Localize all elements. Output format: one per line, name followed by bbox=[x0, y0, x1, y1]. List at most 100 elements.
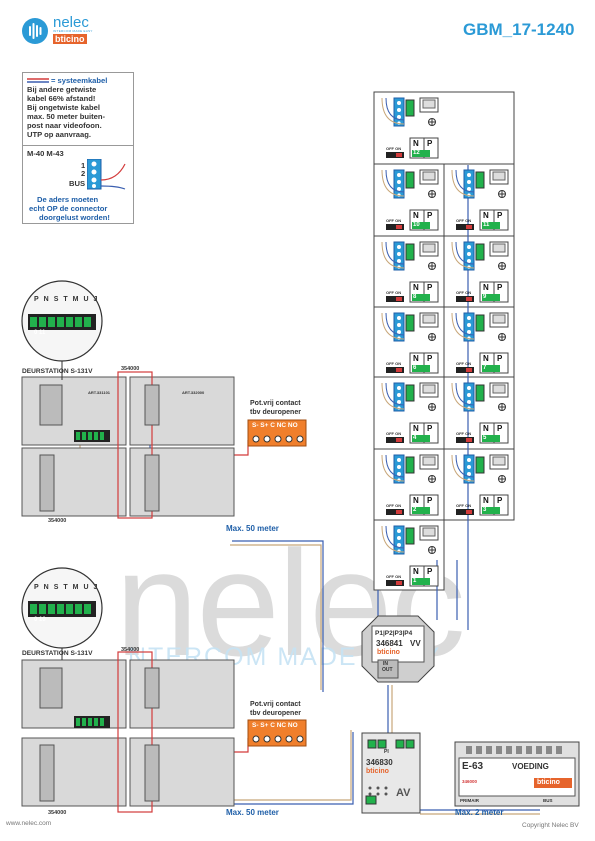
distributor-in: IN bbox=[383, 661, 388, 667]
av-brand: bticino bbox=[366, 768, 389, 775]
note-line: Bij andere getwiste bbox=[27, 85, 97, 94]
av-code: 346830 bbox=[366, 758, 393, 767]
contact-label: tbv deuropener bbox=[250, 409, 301, 416]
np-label-p: P bbox=[427, 139, 433, 148]
power-model: E-63 bbox=[462, 761, 484, 772]
panel-number: 2 bbox=[413, 507, 417, 513]
note-line: Bij ongetwiste kabel bbox=[27, 103, 101, 112]
pin-label-2: 2 bbox=[81, 169, 86, 178]
offon-label: OFF ON bbox=[386, 503, 402, 508]
module-code: 354000 bbox=[121, 647, 140, 653]
np-label-p: P bbox=[427, 567, 433, 576]
np-label-p: P bbox=[427, 283, 433, 292]
offon-label: OFF ON bbox=[386, 361, 402, 366]
contact-label: tbv deuropener bbox=[250, 710, 301, 717]
offon-label: OFF ON bbox=[386, 146, 402, 151]
module-code: 354000 bbox=[121, 366, 140, 372]
dip-labels-1: PNSTMUJ bbox=[34, 296, 103, 303]
np-label-n: N bbox=[413, 424, 419, 433]
panel-number: 5 bbox=[483, 435, 487, 441]
np-label-n: N bbox=[413, 496, 419, 505]
distributor-suffix: VV bbox=[410, 639, 421, 648]
note-line: kabel 66% afstand! bbox=[27, 94, 96, 103]
panel-number: 9 bbox=[483, 294, 487, 300]
offon-label: OFF ON bbox=[456, 431, 472, 436]
distance-label: Max. 50 meter bbox=[226, 808, 279, 817]
footer-website: www.nelec.com bbox=[6, 820, 52, 827]
footer-copyright: Copyright Nelec BV bbox=[522, 822, 579, 829]
legend-cable-label: = systeemkabel bbox=[51, 76, 108, 85]
distributor-brand: bticino bbox=[377, 649, 400, 656]
note-line: max. 50 meter buiten- bbox=[27, 112, 106, 121]
connector-title: M-40 M-43 bbox=[27, 149, 64, 158]
np-label-p: P bbox=[427, 496, 433, 505]
panel-number: 3 bbox=[483, 507, 487, 513]
module-code: 354000 bbox=[48, 518, 67, 524]
np-label-n: N bbox=[483, 424, 489, 433]
logo-name: nelec bbox=[53, 14, 89, 31]
pin-label-bus: BUS bbox=[69, 179, 86, 188]
door-station-1 bbox=[21, 371, 235, 519]
np-label-n: N bbox=[413, 283, 419, 292]
logo-tagline: INTERCOM MADE EASY bbox=[53, 29, 93, 33]
panel-number: 11 bbox=[483, 222, 490, 228]
distributor-346841 bbox=[361, 615, 435, 683]
logo-brand: bticino bbox=[53, 34, 87, 44]
contact-terminals: S- S+ C NC NO bbox=[252, 422, 298, 429]
legend-note-box: = systeemkabel Bij andere getwiste kabel… bbox=[22, 72, 134, 224]
panel-number: 6 bbox=[413, 365, 417, 371]
contact-terminal-1 bbox=[247, 419, 307, 447]
warning-line: doorgelust worden! bbox=[39, 213, 110, 222]
contact-label: Pot.vrij contact bbox=[250, 400, 301, 407]
power-label: VOEDING bbox=[512, 762, 549, 771]
connector-icon bbox=[87, 159, 126, 190]
note-line: UTP op aanvraag. bbox=[27, 130, 92, 139]
offon-label: OFF ON bbox=[386, 574, 402, 579]
panel-number: 8 bbox=[413, 294, 417, 300]
np-label-n: N bbox=[483, 496, 489, 505]
np-label-n: N bbox=[483, 283, 489, 292]
power-code: 346000 bbox=[462, 779, 478, 784]
contact-terminal-2 bbox=[247, 719, 307, 747]
np-label-n: N bbox=[413, 567, 419, 576]
module-code: 354000 bbox=[48, 810, 67, 816]
pin-label-1: 1 bbox=[81, 161, 86, 170]
np-label-p: P bbox=[497, 283, 503, 292]
nelec-logo-icon bbox=[22, 18, 48, 44]
av-interface-346830 bbox=[361, 732, 421, 814]
document-code: GBM_17-1240 bbox=[463, 20, 575, 39]
dip-values-2: 0 10 bbox=[34, 617, 46, 623]
door-station-1-title: DEURSTATION S-131V bbox=[22, 368, 93, 375]
power-brand: bticino bbox=[537, 779, 560, 786]
offon-label: OFF ON bbox=[456, 290, 472, 295]
np-label-n: N bbox=[413, 211, 419, 220]
panel-number: 4 bbox=[413, 435, 417, 441]
offon-label: OFF ON bbox=[386, 290, 402, 295]
np-label-p: P bbox=[497, 354, 503, 363]
offon-label: OFF ON bbox=[456, 361, 472, 366]
np-label-n: N bbox=[483, 211, 489, 220]
offon-label: OFF ON bbox=[456, 218, 472, 223]
np-label-p: P bbox=[427, 424, 433, 433]
distributor-out: OUT bbox=[382, 667, 393, 673]
dip-values-1: 0 11 bbox=[34, 330, 46, 336]
panel-number: 1 bbox=[413, 578, 417, 584]
distributor-code: 346841 bbox=[376, 639, 403, 648]
np-label-p: P bbox=[497, 424, 503, 433]
warning-line: echt OP de connector bbox=[29, 204, 108, 213]
av-pi-label: PI bbox=[384, 749, 389, 755]
distance-label: Max. 2 meter bbox=[455, 808, 504, 817]
offon-label: OFF ON bbox=[386, 218, 402, 223]
dip-switch-magnifier-2 bbox=[21, 567, 103, 660]
np-label-n: N bbox=[483, 354, 489, 363]
